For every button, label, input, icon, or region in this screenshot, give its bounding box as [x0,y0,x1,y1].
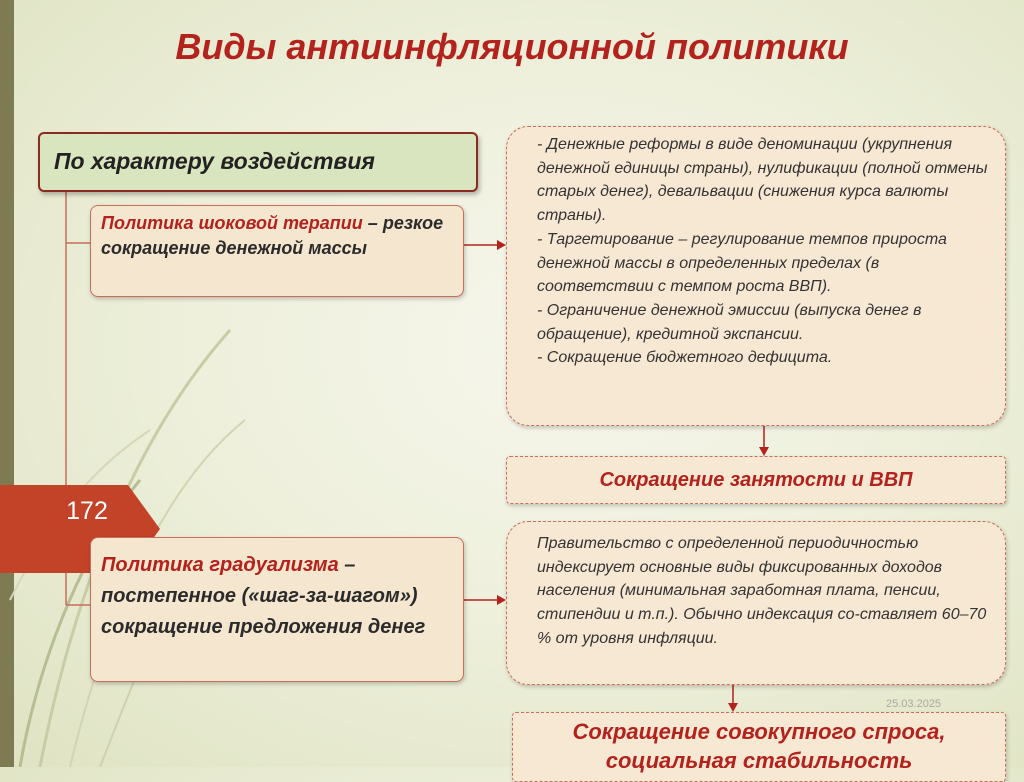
gradualism-name: Политика градуализма [101,554,339,576]
category-header: По характеру воздействия [38,132,478,192]
shock-therapy-dash: – [362,213,378,233]
left-accent-bar [0,0,14,767]
shock-measure-item: - Ограничение денежной эмиссии (выпуска … [537,301,922,343]
gradual-result-box: Сокращение совокупного спроса, социальна… [512,712,1006,782]
page-title: Виды антиинфляционной политики [175,26,849,67]
shock-therapy-description: резкое сокращение денежной массы [101,213,444,258]
gradualism-description: постепенное («шаг-за-шагом») сокращение … [101,585,426,638]
slide-date: 25.03.2025 [886,698,942,710]
gradualism-dash: – [338,554,356,576]
shock-measures-box: - Денежные реформы в виде деноминации (у… [506,126,1006,426]
gradual-measures-box: Правительство с определенной периодичнос… [506,521,1006,685]
shock-measure-item: - Сокращение бюджетного дефицита. [537,349,833,367]
shock-therapy-box: Политика шоковой терапии – резкое сокращ… [90,205,464,297]
shock-result-box: Сокращение занятости и ВВП [506,456,1006,504]
shock-measure-item: - Таргетирование – регулирование темпов … [537,230,947,296]
shock-therapy-name: Политика шоковой терапии [101,213,363,233]
slide-number: 172 [66,497,108,525]
shock-measure-item: - Денежные реформы в виде деноминации (у… [537,136,988,225]
gradualism-box: Политика градуализма – постепенное («шаг… [90,537,464,682]
